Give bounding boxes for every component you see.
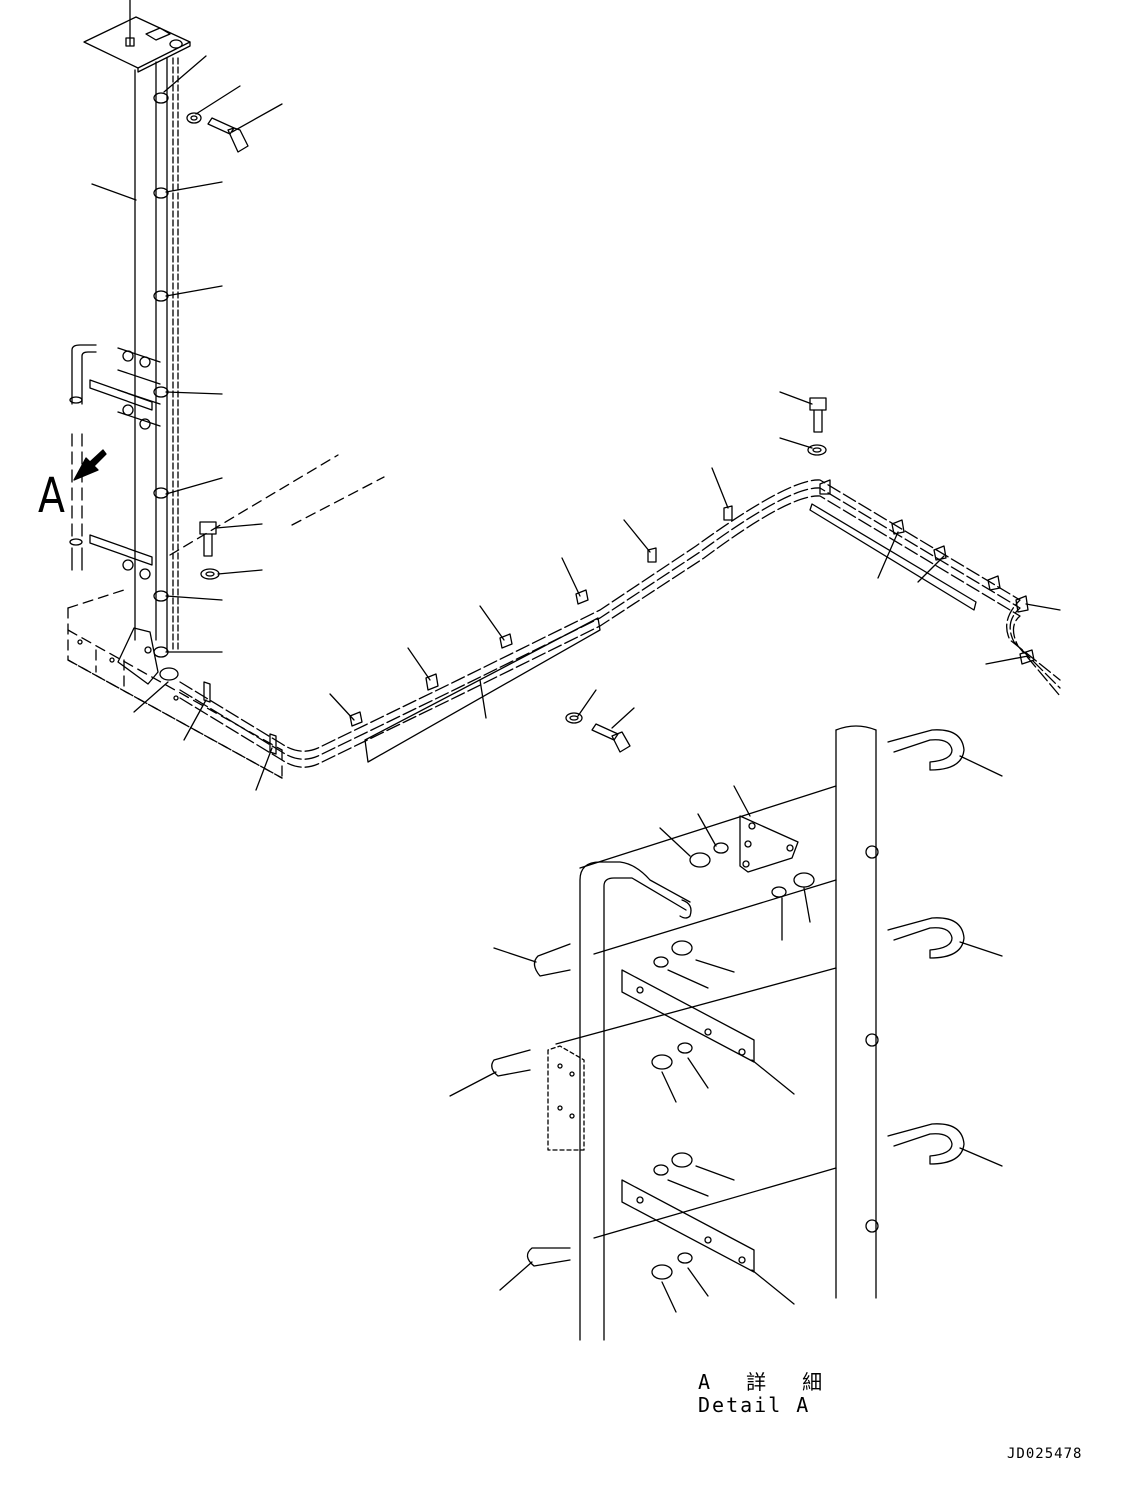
frame-outline (67, 454, 385, 779)
pole-base-bracket (117, 627, 179, 685)
vertical-pole (83, 0, 191, 653)
pole-fasteners (186, 112, 249, 580)
main-post (835, 729, 877, 1299)
top-mounting-plate (83, 16, 191, 69)
detail-title-japanese: A 詳 細 (698, 1370, 835, 1394)
leader-lines (91, 55, 1061, 1313)
view-arrow-a (73, 449, 107, 481)
frame-holes (77, 639, 179, 701)
harness-covers (364, 503, 977, 763)
harness-clips (203, 479, 1035, 755)
harness-run (179, 479, 1061, 768)
detail-a (491, 725, 965, 1341)
view-marker-label: A (38, 468, 65, 524)
harness-fasteners (565, 397, 827, 753)
ladder-brackets (69, 344, 161, 580)
drawing-number: JD025478 (1007, 1446, 1083, 1462)
ladder-rail (579, 861, 691, 1341)
detail-title-english: Detail A (698, 1393, 811, 1417)
